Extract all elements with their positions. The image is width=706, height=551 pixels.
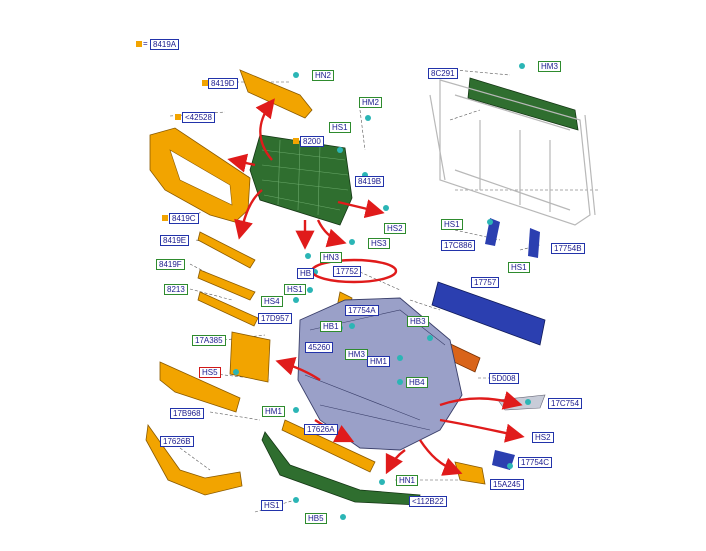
- label-hb1[interactable]: HB1: [320, 321, 342, 332]
- swatch-8419d: [202, 80, 208, 86]
- label-8200[interactable]: 8200: [300, 136, 324, 147]
- label-17c754[interactable]: 17C754: [548, 398, 583, 409]
- label-17752[interactable]: 17752: [333, 266, 362, 277]
- label-hn1[interactable]: HN1: [396, 475, 419, 486]
- swatch-8419c: [162, 215, 168, 221]
- label-hb3[interactable]: HB3: [407, 316, 429, 327]
- label-hs1-low[interactable]: HS1: [261, 500, 283, 511]
- label-8419b[interactable]: 8419B: [355, 176, 385, 187]
- label-17626a[interactable]: 17626A: [304, 424, 338, 435]
- label-8419c[interactable]: 8419C: [169, 213, 199, 224]
- label-17626b[interactable]: 17626B: [160, 436, 194, 447]
- label-hs1-right[interactable]: HS1: [441, 219, 463, 230]
- fasteners: [233, 63, 531, 520]
- label-17754c[interactable]: 17754C: [518, 457, 553, 468]
- label-17757[interactable]: 17757: [471, 277, 500, 288]
- label-hs1-top[interactable]: HS1: [329, 122, 351, 133]
- swatch-8200: [293, 138, 299, 144]
- label-hb-mid[interactable]: HB: [297, 268, 315, 279]
- label-17d957[interactable]: 17D957: [258, 313, 293, 324]
- label-17b968[interactable]: 17B968: [170, 408, 204, 419]
- label-hm1-mid[interactable]: HM1: [367, 356, 390, 367]
- label-8419d[interactable]: 8419D: [208, 78, 238, 89]
- label-hm3-top[interactable]: HM3: [538, 61, 561, 72]
- label-5d008[interactable]: 5D008: [489, 373, 519, 384]
- label-8419e[interactable]: 8419E: [160, 235, 190, 246]
- label-hs4[interactable]: HS4: [261, 296, 283, 307]
- label-42528[interactable]: <42528: [182, 112, 215, 123]
- label-hm2[interactable]: HM2: [359, 97, 382, 108]
- label-17c886[interactable]: 17C886: [441, 240, 476, 251]
- label-hm3-mid[interactable]: HM3: [345, 349, 368, 360]
- label-hs1-right2[interactable]: HS1: [508, 262, 530, 273]
- label-17a385[interactable]: 17A385: [192, 335, 226, 346]
- swatch-42528: [175, 114, 181, 120]
- label-hs3[interactable]: HS3: [368, 238, 390, 249]
- label-hb5[interactable]: HB5: [305, 513, 327, 524]
- label-45260[interactable]: 45260: [305, 342, 334, 353]
- label-hb4[interactable]: HB4: [406, 377, 428, 388]
- label-hs5[interactable]: HS5: [199, 367, 221, 378]
- label-hm1-low[interactable]: HM1: [262, 406, 285, 417]
- label-hn3[interactable]: HN3: [320, 252, 343, 263]
- label-hs2-top[interactable]: HS2: [384, 223, 406, 234]
- label-17754a[interactable]: 17754A: [345, 305, 379, 316]
- label-8c291[interactable]: 8C291: [428, 68, 458, 79]
- legend-swatch: [136, 41, 142, 47]
- label-112b22[interactable]: <112B22: [409, 496, 447, 507]
- legend-code[interactable]: 8419A: [150, 39, 180, 50]
- radiator-support-frame: [429, 79, 596, 226]
- label-hs2-low[interactable]: HS2: [532, 432, 554, 443]
- label-8213[interactable]: 8213: [164, 284, 188, 295]
- legend-eq: =: [143, 39, 148, 48]
- label-8419f[interactable]: 8419F: [156, 259, 185, 270]
- label-hs1-mid[interactable]: HS1: [284, 284, 306, 295]
- label-15a245[interactable]: 15A245: [490, 479, 524, 490]
- label-hn2[interactable]: HN2: [312, 70, 335, 81]
- label-17754b[interactable]: 17754B: [551, 243, 585, 254]
